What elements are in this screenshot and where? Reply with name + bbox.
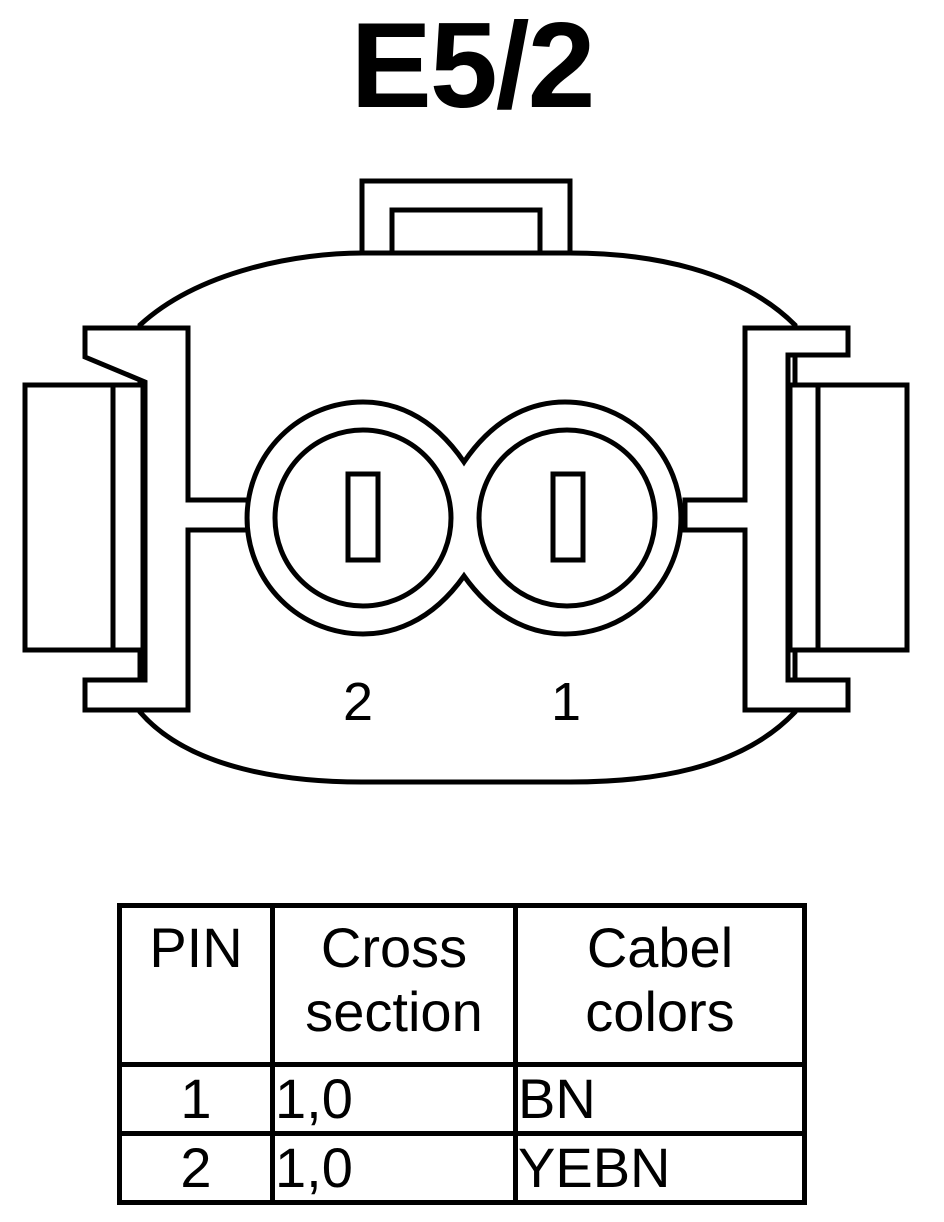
- left-bracket: [82, 325, 251, 713]
- table-header-row: PIN Cross section Cabel colors: [117, 903, 807, 1067]
- right-tab-inner: [787, 382, 821, 653]
- left-tab-inner: [110, 382, 146, 653]
- pin-1-terminal: [550, 471, 586, 563]
- connector-title: E5/2: [350, 0, 596, 133]
- left-tab: [22, 382, 120, 653]
- header-cabel-colors-line2: colors: [585, 980, 735, 1043]
- cell-color: BN: [513, 1062, 807, 1136]
- header-pin: PIN: [117, 903, 275, 1067]
- pin-2-terminal: [345, 471, 381, 563]
- cell-color: YEBN: [513, 1131, 807, 1205]
- header-cross-section-line2: section: [305, 980, 483, 1043]
- table-row: 1 1,0 BN: [117, 1062, 807, 1136]
- table-row: 2 1,0 YEBN: [117, 1131, 807, 1205]
- header-cross-section-line1: Cross: [320, 916, 468, 979]
- pin-label-2: 2: [342, 672, 374, 732]
- pin-label-1: 1: [550, 672, 582, 732]
- cell-cross-section: 1,0: [270, 1062, 518, 1136]
- cell-pin: 2: [117, 1131, 275, 1205]
- right-tab: [812, 382, 910, 653]
- header-cabel-colors: Cabel colors: [513, 903, 807, 1067]
- right-bracket: [682, 325, 851, 713]
- header-cabel-colors-line1: Cabel: [586, 916, 734, 979]
- connector-diagram: [22, 178, 910, 785]
- cell-pin: 1: [117, 1062, 275, 1136]
- header-cross-section: Cross section: [270, 903, 518, 1067]
- cell-cross-section: 1,0: [270, 1131, 518, 1205]
- pin-table: PIN Cross section Cabel colors 1 1,0 BN …: [117, 903, 807, 1205]
- header-pin-line1: PIN: [149, 916, 243, 979]
